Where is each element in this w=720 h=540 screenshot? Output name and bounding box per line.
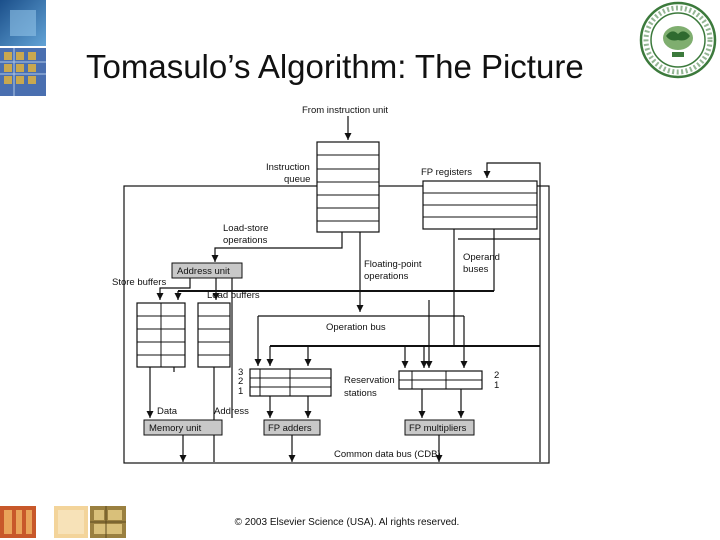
footer-chip-images: [0, 506, 126, 538]
store-buffers: [136, 302, 186, 368]
label-instruction-queue-2: queue: [284, 174, 310, 185]
multiplier-reservation-stations: [398, 370, 483, 390]
label-instruction-queue: Instruction: [266, 162, 310, 173]
copyright-notice: © 2003 Elsevier Science (USA). Al rights…: [0, 517, 720, 528]
label-data: Data: [157, 406, 178, 417]
label-operation-bus: Operation bus: [326, 322, 386, 333]
adder-reservation-stations: [249, 368, 332, 397]
instruction-queue: [316, 141, 380, 233]
copyright-text: © 2003 Elsevier Science (USA). Al rights…: [234, 517, 460, 528]
label-operand-buses: Operand: [463, 252, 500, 263]
label-store-buffers: Store buffers: [112, 277, 166, 288]
cdb-to-registers-line: [483, 162, 541, 462]
label-rs-1: 1: [238, 386, 243, 397]
institute-seal-logo: [639, 1, 717, 79]
label-from-instruction-unit: From instruction unit: [302, 105, 388, 116]
load-store-ops-line: [211, 232, 343, 262]
label-mult-rs-2: 2: [494, 370, 499, 381]
label-cdb: Common data bus (CDB): [334, 449, 441, 460]
label-operand-buses-2: buses: [463, 264, 489, 275]
label-load-buffers: Load buffers: [207, 290, 260, 301]
chip-logo-image: [0, 0, 46, 96]
label-fp-adders: FP adders: [268, 423, 312, 434]
label-address: Address: [214, 406, 249, 417]
label-fp-multipliers: FP multipliers: [409, 423, 467, 434]
label-load-store-ops: Load-store: [223, 223, 268, 234]
label-mult-rs-1: 1: [494, 380, 499, 391]
label-load-store-ops-2: operations: [223, 235, 268, 246]
address-unit: [171, 262, 243, 279]
label-fp-registers: FP registers: [421, 167, 472, 178]
label-fp-ops: Floating-point: [364, 259, 422, 270]
slide-title: Tomasulo’s Algorithm: The Picture: [86, 48, 584, 85]
fp-registers: [422, 180, 538, 230]
label-memory-unit: Memory unit: [149, 423, 202, 434]
label-reservation-stations: Reservation: [344, 375, 395, 386]
label-reservation-stations-2: stations: [344, 388, 377, 399]
label-address-unit: Address unit: [177, 266, 230, 277]
label-rs-2: 2: [238, 376, 243, 387]
label-fp-ops-2: operations: [364, 271, 409, 282]
load-buffers: [197, 302, 231, 368]
label-rs-3: 3: [238, 367, 243, 378]
